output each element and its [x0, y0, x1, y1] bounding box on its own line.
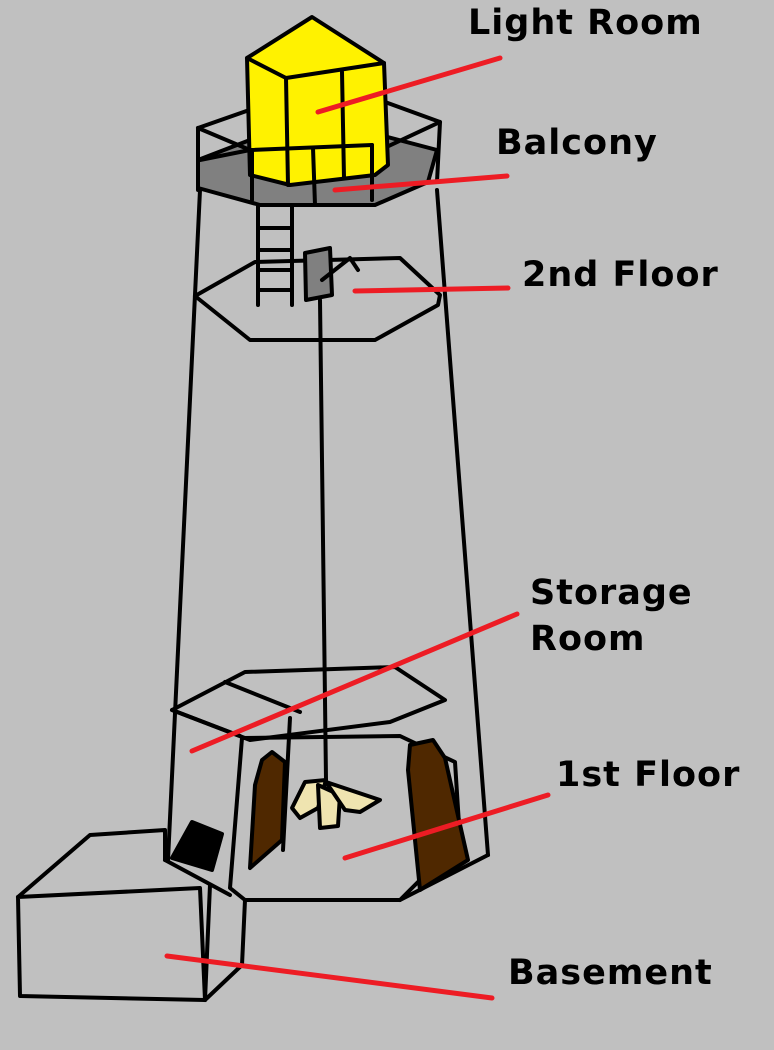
- hatch-handle: [320, 256, 360, 282]
- basement-top: [16, 828, 167, 899]
- label-basement: Basement: [508, 953, 713, 993]
- center-pole: [318, 298, 328, 782]
- label-light-room: Light Room: [468, 3, 703, 43]
- leader-second-floor: [352, 285, 511, 294]
- basement-front: [16, 886, 207, 1002]
- storage-room-ceiling: [170, 665, 447, 742]
- door-left: [248, 750, 287, 870]
- ladder: [256, 203, 294, 307]
- leader-balcony: [332, 173, 510, 193]
- tower-right-wall: [435, 188, 490, 857]
- leader-light-room: [315, 55, 503, 115]
- second-floor: [193, 256, 442, 342]
- window: [170, 820, 224, 872]
- light-room: [245, 15, 390, 187]
- leader-basement: [164, 953, 495, 1001]
- label-balcony: Balcony: [496, 123, 658, 163]
- label-first-floor: 1st Floor: [556, 755, 741, 795]
- leader-storage-room: [189, 611, 520, 754]
- trapdoor: [303, 246, 334, 302]
- leader-first-floor: [342, 792, 551, 861]
- sail-bundle: [290, 778, 382, 830]
- label-second-floor: 2nd Floor: [522, 255, 719, 295]
- label-storage-room-line2: Room: [530, 619, 646, 659]
- tower-left-wall: [166, 188, 202, 862]
- label-storage-room-line1: Storage: [530, 573, 693, 613]
- door-right: [406, 738, 470, 892]
